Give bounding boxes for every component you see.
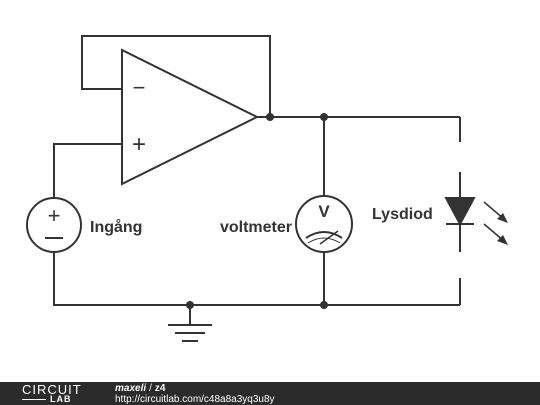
- feedback-wire: [81, 35, 271, 117]
- plus-input-wire: [53, 143, 122, 198]
- ground-icon: [168, 305, 212, 342]
- circuitlab-logo[interactable]: CIRCUIT LAB: [22, 383, 94, 405]
- voltmeter-label: voltmeter: [220, 219, 292, 236]
- source-plus-sign: +: [48, 203, 61, 228]
- author-link[interactable]: maxeli: [115, 383, 147, 394]
- voltmeter-icon: [295, 195, 353, 253]
- output-junction: [266, 113, 274, 121]
- led-label: Lysdiod: [372, 206, 433, 223]
- circuit-url-link[interactable]: http://circuitlab.com/c48a8a3yq3u8y: [115, 394, 275, 405]
- opamp-triangle: [121, 48, 260, 186]
- logo-text-bottom: LAB: [22, 395, 72, 404]
- meta-separator: /: [149, 383, 152, 394]
- opamp-minus-sign: −: [133, 75, 146, 100]
- source-label: Ingång: [90, 218, 142, 236]
- logo-text-top: CIRCUIT: [22, 382, 82, 397]
- footer-bar: CIRCUIT LAB maxeli/z4 http://circuitlab.…: [0, 382, 540, 405]
- schematic-diagram: − + + Ingång V volt: [26, 35, 508, 342]
- voltmeter-symbol: V: [318, 202, 330, 221]
- circuit-title[interactable]: z4: [154, 383, 166, 394]
- circuit-meta: maxeli/z4: [115, 383, 165, 394]
- led-icon: [444, 197, 508, 245]
- opamp-plus-sign: +: [132, 131, 146, 158]
- ground-rail-wire: [53, 252, 460, 306]
